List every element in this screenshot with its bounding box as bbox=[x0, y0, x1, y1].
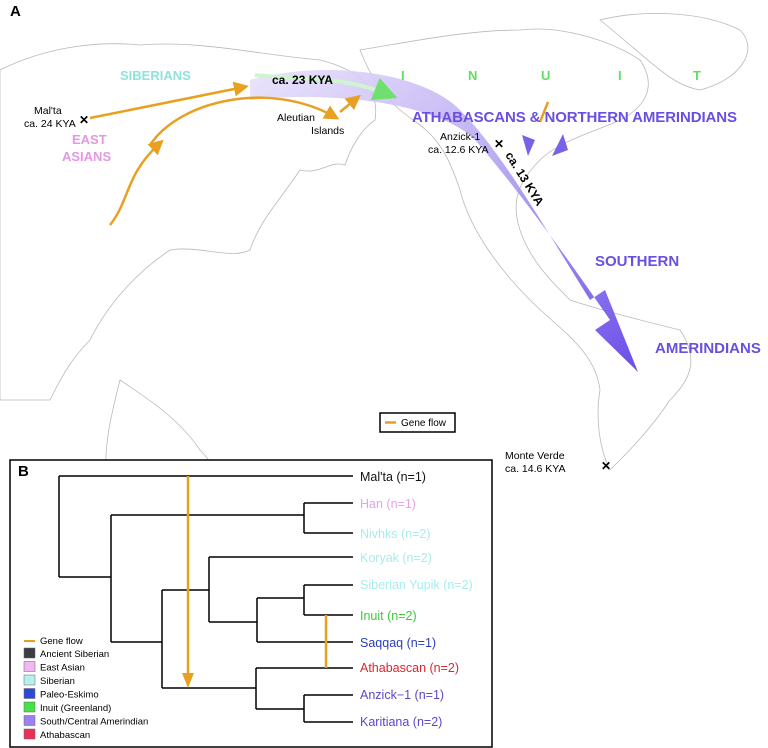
legend-label: South/Central Amerindian bbox=[40, 717, 148, 728]
monte-verde-site-date: ca. 14.6 KYA bbox=[505, 463, 566, 475]
legend-label: Inuit (Greenland) bbox=[40, 703, 111, 714]
legend-swatch bbox=[23, 661, 36, 672]
southern-label: SOUTHERN bbox=[595, 253, 679, 270]
athabascans-northern-label: ATHABASCANS & NORTHERN AMERINDIANS bbox=[412, 109, 737, 126]
legend-label: Athabascan bbox=[40, 730, 90, 741]
inuit-letter: T bbox=[693, 68, 701, 83]
legend-label: Ancient Siberian bbox=[40, 649, 109, 660]
legend-gene-flow: Gene flow bbox=[40, 636, 83, 647]
legend-label: Paleo-Eskimo bbox=[40, 690, 99, 701]
east-asians-label-1: EAST bbox=[72, 132, 107, 147]
taxon-label: Koryak (n=2) bbox=[360, 551, 432, 565]
map-legend-gene-flow: Gene flow bbox=[401, 418, 447, 429]
inuit-letter: I bbox=[618, 68, 622, 83]
malta-site-date: ca. 24 KYA bbox=[24, 118, 76, 130]
legend-swatch bbox=[23, 647, 36, 659]
taxon-label: Athabascan (n=2) bbox=[360, 661, 459, 675]
taxon-label: Mal'ta (n=1) bbox=[360, 470, 426, 484]
inuit-migration-arrow bbox=[254, 73, 398, 101]
anzick-x-marker: ✕ bbox=[494, 137, 504, 151]
siberians-label: SIBERIANS bbox=[120, 68, 191, 83]
taxon-label: Anzick−1 (n=1) bbox=[360, 688, 444, 702]
map-panel-a: A SIBERIANS EAST ASIANS Mal'ta ca. 24 KY… bbox=[0, 3, 761, 525]
taxon-label: Han (n=1) bbox=[360, 497, 416, 511]
taxa-labels: Mal'ta (n=1) Han (n=1) Nivhks (n=2) Kory… bbox=[360, 470, 473, 729]
taxon-label: Siberian Yupik (n=2) bbox=[360, 578, 473, 592]
tree-branches bbox=[58, 475, 353, 723]
taxon-label: Saqqaq (n=1) bbox=[360, 636, 436, 650]
anzick-site-name: Anzick-1 bbox=[440, 131, 480, 143]
tree-panel-b: B Mal'ta (n=1) Han (n=1) Nivhks (n=2) Ko… bbox=[9, 459, 493, 748]
taxon-label: Inuit (n=2) bbox=[360, 609, 417, 623]
aleutian-label-1: Aleutian bbox=[277, 112, 315, 124]
legend-swatch bbox=[23, 701, 36, 713]
inuit-letter: I bbox=[401, 68, 405, 83]
anzick-site-date: ca. 12.6 KYA bbox=[428, 144, 489, 156]
inuit-letter: N bbox=[468, 68, 477, 83]
taxon-label: Karitiana (n=2) bbox=[360, 715, 442, 729]
beringia-date: ca. 23 KYA bbox=[272, 73, 333, 87]
malta-site-name: Mal'ta bbox=[34, 105, 62, 117]
northern-branch-arrow-2 bbox=[552, 134, 568, 156]
panel-a-label: A bbox=[10, 3, 21, 20]
gene-flow-arrowhead bbox=[182, 673, 194, 688]
east-asians-label-2: ASIANS bbox=[62, 149, 111, 164]
legend-swatch bbox=[23, 715, 36, 726]
malta-x-marker: ✕ bbox=[79, 113, 89, 127]
northern-branch-arrow-1 bbox=[522, 135, 535, 156]
legend-swatch bbox=[23, 728, 36, 740]
aleutian-label-2: Islands bbox=[311, 125, 344, 137]
amerindians-label: AMERINDIANS bbox=[655, 340, 761, 357]
monte-verde-x-marker: ✕ bbox=[601, 459, 611, 473]
panel-b-label: B bbox=[18, 463, 29, 480]
legend-label: East Asian bbox=[40, 663, 85, 674]
legend-label: Siberian bbox=[40, 676, 75, 687]
monte-verde-site-name: Monte Verde bbox=[505, 450, 565, 462]
tree-gene-flow bbox=[182, 476, 328, 688]
legend-swatch bbox=[23, 688, 36, 699]
taxon-label: Nivhks (n=2) bbox=[360, 527, 431, 541]
legend-swatch bbox=[23, 674, 36, 686]
gene-flow-arrows bbox=[89, 81, 550, 226]
inuit-label: I N U I T bbox=[401, 68, 701, 83]
map-legend: Gene flow bbox=[379, 412, 456, 433]
inuit-letter: U bbox=[541, 68, 550, 83]
